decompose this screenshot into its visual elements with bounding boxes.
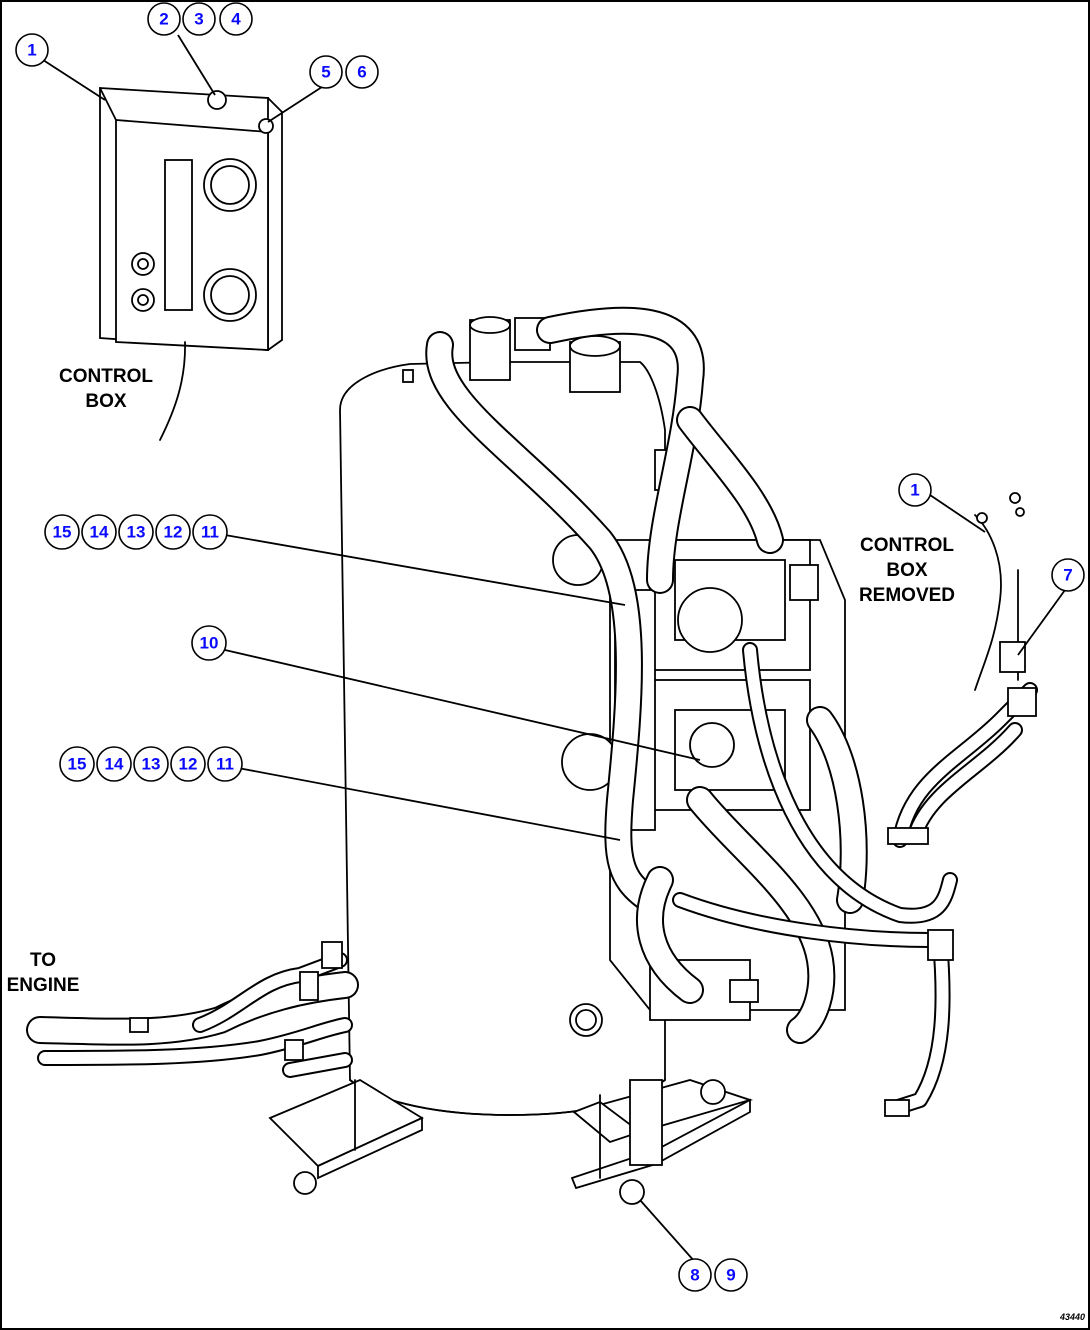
callout-10: 10: [191, 625, 227, 661]
callout-1-right: 1: [898, 473, 932, 507]
svg-text:11: 11: [201, 523, 219, 542]
svg-text:1: 1: [910, 481, 919, 500]
tank-legs: [268, 1078, 754, 1205]
svg-text:12: 12: [179, 755, 198, 774]
callout-group-lower: 15 14 13 12 11: [59, 746, 243, 782]
svg-text:4: 4: [231, 10, 241, 29]
callout-5: 5: [309, 55, 343, 89]
control-box-label-line2: BOX: [85, 391, 127, 412]
svg-text:3: 3: [194, 10, 203, 29]
figure-number: 43440: [1059, 1312, 1085, 1322]
svg-text:13: 13: [142, 755, 161, 774]
harness-wires: [672, 642, 1038, 1117]
svg-text:14: 14: [90, 523, 109, 542]
callout-lower-13: 13: [133, 746, 169, 782]
callout-lower-15: 15: [59, 746, 95, 782]
callout-4: 4: [219, 2, 253, 36]
svg-text:9: 9: [726, 1266, 735, 1285]
callout-lower-12: 12: [170, 746, 206, 782]
to-engine-line1: TO: [30, 950, 56, 971]
svg-text:15: 15: [53, 523, 72, 542]
svg-text:14: 14: [105, 755, 124, 774]
callout-upper-15: 15: [44, 514, 80, 550]
cbr-label-line1: CONTROL: [860, 535, 954, 556]
cbr-label-line3: REMOVED: [859, 585, 955, 606]
leader-lines: [39, 34, 1066, 1263]
callout-8: 8: [678, 1258, 712, 1292]
svg-text:7: 7: [1063, 566, 1072, 585]
callout-lower-11: 11: [207, 746, 243, 782]
svg-text:1: 1: [27, 41, 36, 60]
cbr-label-line2: BOX: [886, 560, 928, 581]
callout-upper-12: 12: [155, 514, 191, 550]
control-box-removed-label: CONTROL BOX REMOVED: [859, 535, 955, 606]
svg-text:15: 15: [68, 755, 87, 774]
to-engine-line2: ENGINE: [7, 975, 80, 996]
callout-group-upper: 15 14 13 12 11: [44, 514, 228, 550]
svg-text:10: 10: [200, 634, 219, 653]
callout-7: 7: [1051, 558, 1085, 592]
control-box-drawing: [99, 87, 283, 441]
svg-text:12: 12: [164, 523, 183, 542]
hoses: [425, 306, 868, 1044]
callout-9: 9: [714, 1258, 748, 1292]
svg-text:8: 8: [690, 1266, 699, 1285]
callout-2: 2: [147, 2, 181, 36]
callout-upper-14: 14: [81, 514, 117, 550]
engine-lines: [26, 941, 359, 1078]
svg-text:6: 6: [357, 63, 366, 82]
svg-text:5: 5: [321, 63, 330, 82]
connector-detail: [974, 492, 1026, 691]
svg-text:2: 2: [159, 10, 168, 29]
callout-upper-11: 11: [192, 514, 228, 550]
callout-lower-14: 14: [96, 746, 132, 782]
callout-3: 3: [182, 2, 216, 36]
control-box-label: CONTROL BOX: [59, 366, 153, 412]
callout-upper-13: 13: [118, 514, 154, 550]
to-engine-label: TO ENGINE: [7, 950, 80, 996]
callout-6: 6: [345, 55, 379, 89]
svg-text:11: 11: [216, 755, 234, 774]
control-box-label-line1: CONTROL: [59, 366, 153, 387]
callout-1-top: 1: [15, 33, 49, 67]
svg-text:13: 13: [127, 523, 146, 542]
